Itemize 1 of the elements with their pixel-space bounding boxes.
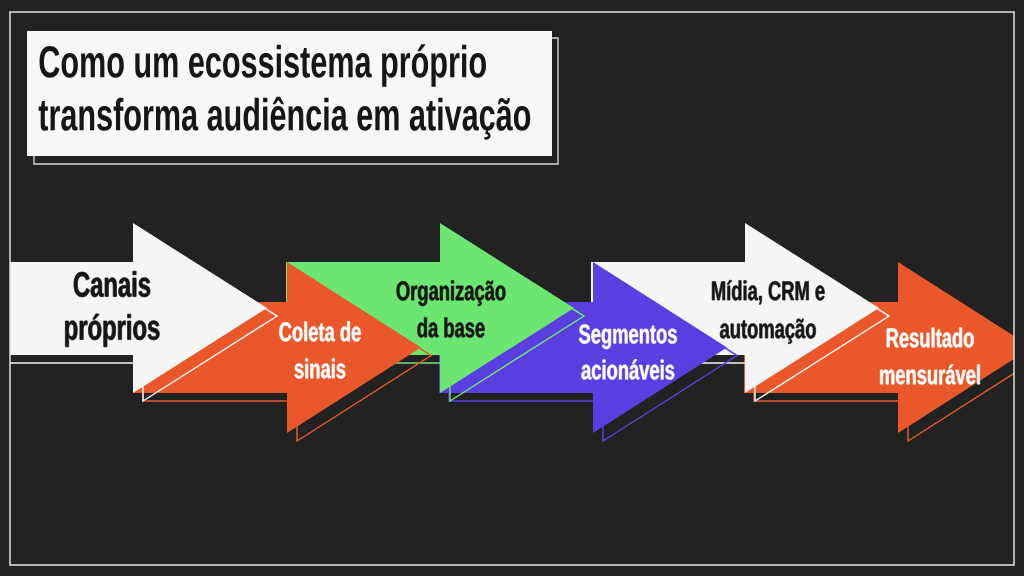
title-box: Como um ecossistema próprio transforma audiência em ativação (27, 31, 559, 165)
